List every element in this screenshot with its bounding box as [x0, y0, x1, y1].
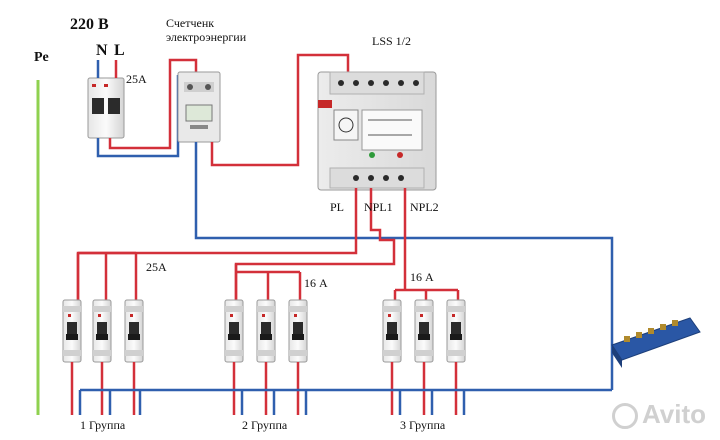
relay-name-label: LSS 1/2 — [372, 34, 412, 48]
relay-npl1-label: NPL1 — [364, 200, 393, 214]
group2-label: 2 Группа — [242, 418, 288, 432]
group3-rating: 16 А — [410, 270, 434, 284]
relay-pl-label: PL — [330, 200, 345, 214]
meter-label-line1: Счетченк — [166, 16, 215, 30]
incoming-wires — [96, 60, 118, 78]
meter-label-line2: электроэнергии — [166, 30, 247, 44]
group1-label: 1 Группа — [80, 418, 126, 432]
line-label: L — [114, 42, 125, 59]
group2-rating: 16 А — [304, 276, 328, 290]
main-breaker — [87, 77, 125, 139]
watermark-text: Avito — [641, 399, 706, 429]
group3-feed — [393, 288, 460, 300]
group2-feed — [234, 264, 302, 300]
avito-logo-icon — [611, 403, 638, 430]
group1-breakers — [62, 299, 144, 363]
group1-rating: 25A — [146, 260, 167, 274]
relay-output-wires — [76, 188, 407, 300]
relay-npl2-label: NPL2 — [410, 200, 439, 214]
neutral-bus-bar — [611, 317, 701, 368]
group1-feed — [76, 251, 138, 300]
group2-breakers — [224, 299, 308, 363]
main-breaker-rating: 25A — [126, 72, 147, 86]
group3-breakers — [382, 299, 466, 363]
voltage-label: 220 В — [70, 16, 109, 33]
group3-label: 3 Группа — [400, 418, 446, 432]
energy-meter — [177, 71, 221, 143]
outgoing-phase-wires — [70, 362, 458, 415]
avito-watermark: Avito — [611, 399, 706, 430]
pe-label: Pe — [34, 50, 49, 65]
load-shedding-relay — [317, 71, 437, 191]
neutral-return-bus — [78, 388, 612, 415]
neutral-label: N — [96, 42, 108, 59]
